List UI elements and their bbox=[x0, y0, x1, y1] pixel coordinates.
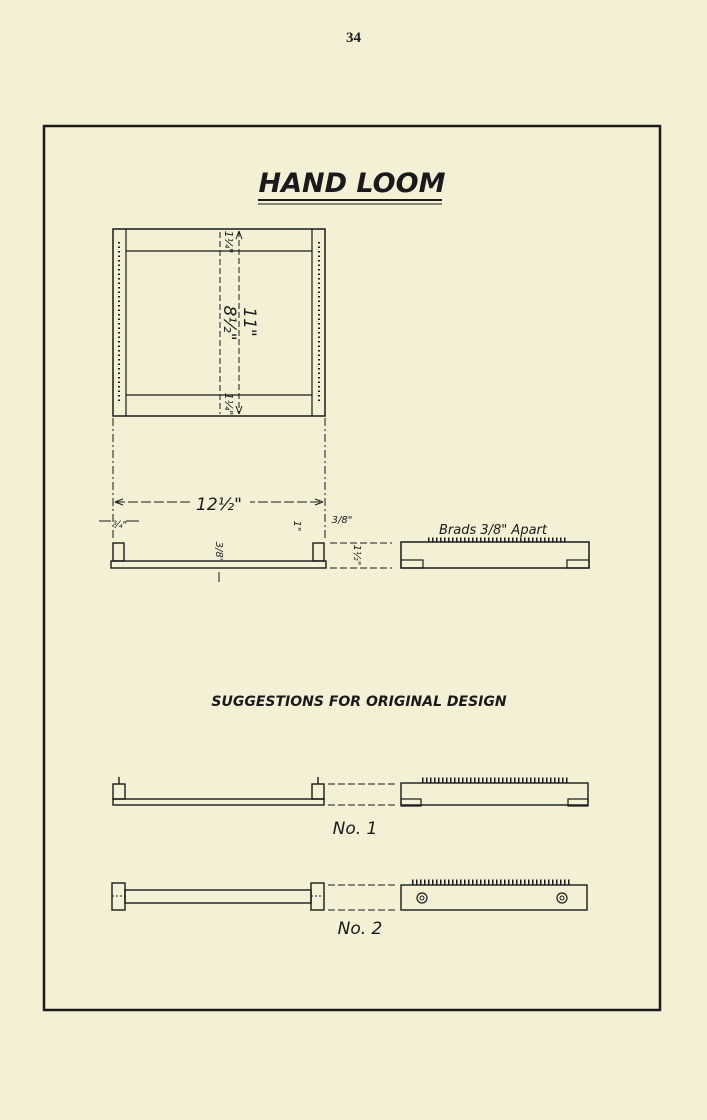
plate-border bbox=[42, 124, 662, 1012]
dim-post-height: 1" bbox=[291, 521, 302, 532]
design-1-label: No. 1 bbox=[333, 819, 378, 839]
plate-title: HAND LOOM bbox=[259, 168, 446, 199]
dim-end-width-bottom: 1¼" bbox=[222, 393, 235, 416]
design-no-2: No. 2 bbox=[111, 879, 588, 939]
dim-inner-length: 8½" bbox=[219, 305, 239, 340]
page-number: 34 bbox=[346, 30, 361, 46]
brads-note: Brads 3/8" Apart bbox=[439, 523, 548, 538]
dim-height: 1½" bbox=[351, 545, 363, 566]
dim-bar-thickness: 3/8" bbox=[213, 542, 224, 563]
front-right-post bbox=[312, 542, 325, 562]
side-view: Brads 3/8" Apart bbox=[400, 523, 590, 569]
suggestions-heading: SUGGESTIONS FOR ORIGINAL DESIGN bbox=[211, 694, 506, 710]
design-no-1: No. 1 bbox=[112, 777, 589, 839]
dim-end-width-top: 1¼" bbox=[222, 231, 235, 254]
dim-overall-length: 11" bbox=[239, 307, 259, 336]
front-base-bar bbox=[110, 560, 327, 569]
front-left-post bbox=[112, 542, 125, 562]
dim-post-width: ¾" bbox=[113, 520, 127, 531]
design-2-label: No. 2 bbox=[338, 919, 383, 939]
front-view: 12½" ¾" 1" 3/8" 3/8" 1½" bbox=[99, 490, 392, 582]
dim-right-width: 3/8" bbox=[332, 515, 353, 526]
dim-front-width: 12½" bbox=[196, 495, 242, 515]
top-view: 1¼" 8½" 11" 1¼" bbox=[112, 228, 326, 540]
top-view-outline bbox=[112, 228, 326, 417]
side-view-bar bbox=[400, 541, 590, 569]
